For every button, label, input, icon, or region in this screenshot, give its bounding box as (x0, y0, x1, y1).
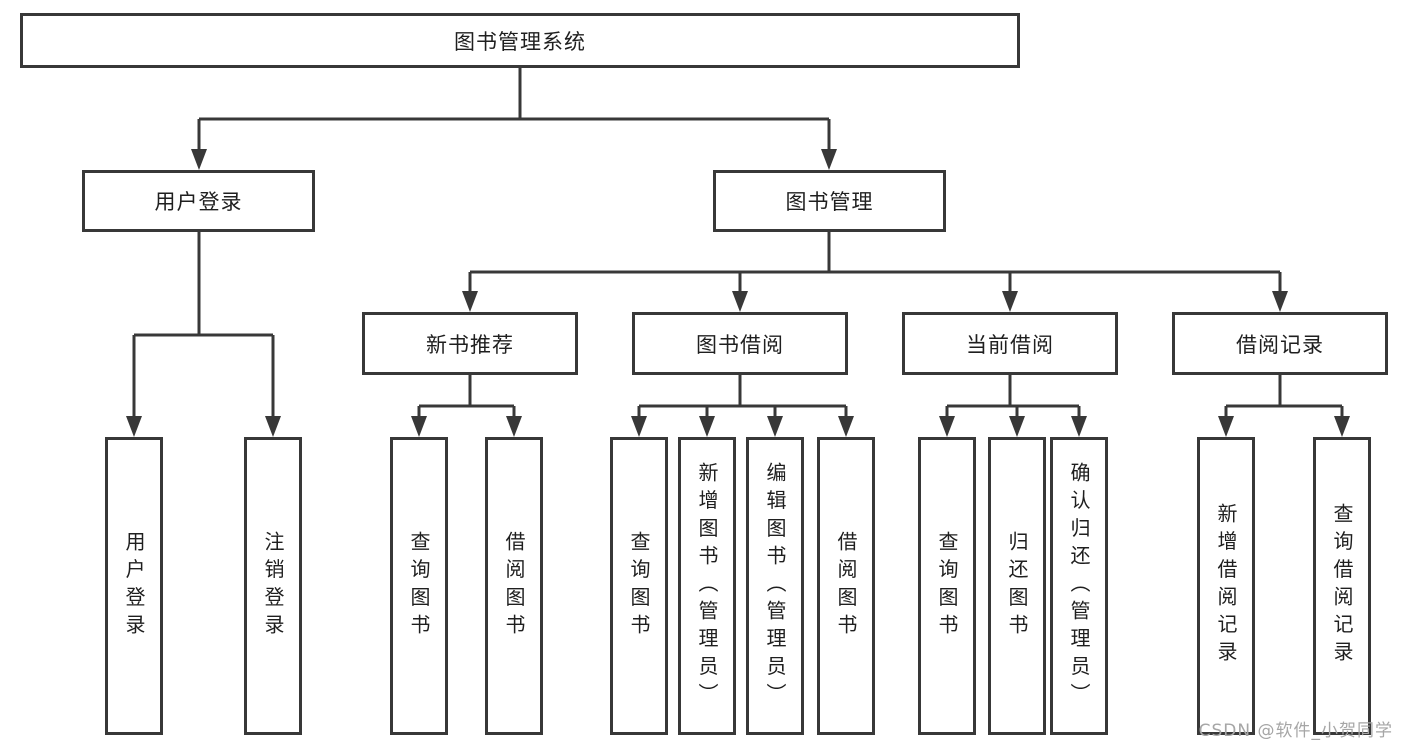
leaf-edit-books-admin: 编辑图书（管理员） (746, 437, 804, 735)
leaf-user-login: 用户登录 (105, 437, 163, 735)
leaf-add-books-admin: 新增图书（管理员） (678, 437, 736, 735)
csdn-watermark: CSDN @软件_小贺同学 (1198, 721, 1393, 741)
node-borrow-records: 借阅记录 (1172, 312, 1388, 375)
node-book-management: 图书管理 (713, 170, 946, 232)
node-book-borrow: 图书借阅 (632, 312, 848, 375)
node-current-borrow: 当前借阅 (902, 312, 1118, 375)
leaf-return-books: 归还图书 (988, 437, 1046, 735)
leaf-query-books-borrow: 查询图书 (610, 437, 668, 735)
leaf-query-borrow-record: 查询借阅记录 (1313, 437, 1371, 735)
leaf-query-books-recommend: 查询图书 (390, 437, 448, 735)
leaf-borrow-books-recommend: 借阅图书 (485, 437, 543, 735)
leaf-borrow-books: 借阅图书 (817, 437, 875, 735)
leaf-logout: 注销登录 (244, 437, 302, 735)
leaf-confirm-return-admin: 确认归还（管理员） (1050, 437, 1108, 735)
leaf-add-borrow-record: 新增借阅记录 (1197, 437, 1255, 735)
node-user-login-branch: 用户登录 (82, 170, 315, 232)
leaf-query-books-current: 查询图书 (918, 437, 976, 735)
node-library-system: 图书管理系统 (20, 13, 1020, 68)
node-new-book-recommend: 新书推荐 (362, 312, 578, 375)
